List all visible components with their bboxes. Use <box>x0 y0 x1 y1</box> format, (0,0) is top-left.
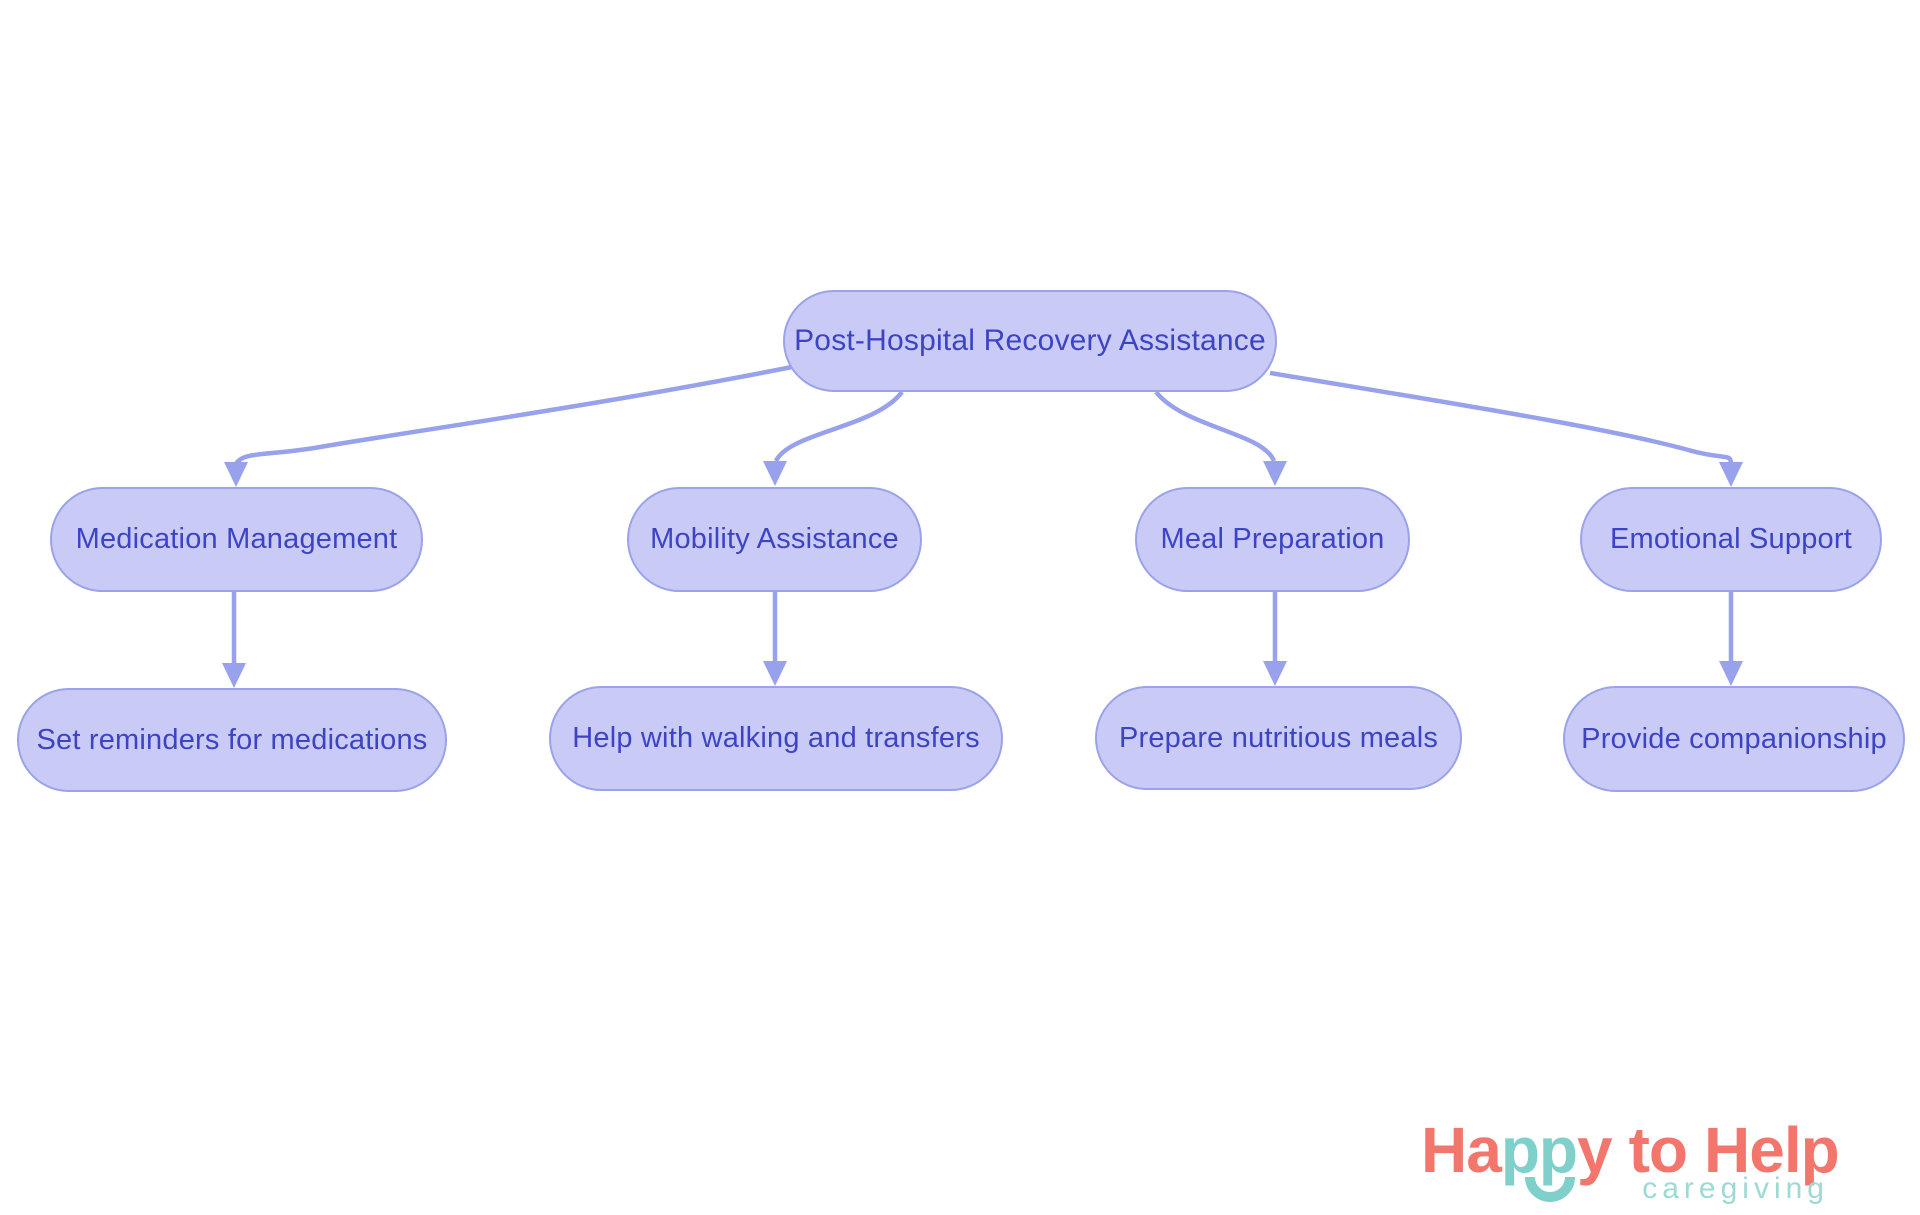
edge-medication-management-to-task-arrowhead <box>222 663 246 688</box>
logo-part-to: to <box>1628 1114 1688 1186</box>
node-mobility-assistance: Mobility Assistance <box>627 487 922 592</box>
edge-mobility-assistance-to-task-arrowhead <box>763 661 787 686</box>
edge-root-to-emotional-support-arrowhead <box>1719 462 1743 487</box>
logo-part-pp: pp <box>1500 1114 1578 1186</box>
edge-root-to-meal-preparation <box>1154 390 1277 463</box>
node-set-reminders-for-medications: Set reminders for medications <box>17 688 447 792</box>
edge-emotional-support-to-task-arrowhead <box>1719 661 1743 686</box>
edge-meal-preparation-to-task-arrowhead <box>1263 661 1287 686</box>
edge-root-to-medication-management <box>234 364 793 466</box>
edge-root-to-mobility-assistance-arrowhead <box>763 461 787 486</box>
node-medication-management: Medication Management <box>50 487 423 592</box>
smile-icon <box>1525 1176 1575 1202</box>
node-post-hospital-recovery-assistance: Post-Hospital Recovery Assistance <box>783 290 1277 392</box>
node-prepare-nutritious-meals: Prepare nutritious meals <box>1095 686 1462 790</box>
logo-part-help: Help <box>1704 1114 1840 1186</box>
logo-part-ha: Ha <box>1421 1114 1502 1186</box>
logo-part-y: y <box>1577 1114 1613 1186</box>
edge-root-to-emotional-support <box>1269 370 1734 465</box>
edge-root-to-meal-preparation-arrowhead <box>1263 461 1287 486</box>
edge-root-to-medication-management-arrowhead <box>224 462 248 487</box>
node-meal-preparation: Meal Preparation <box>1135 487 1410 592</box>
node-help-with-walking-and-transfers: Help with walking and transfers <box>549 686 1003 791</box>
node-provide-companionship: Provide companionship <box>1563 686 1905 792</box>
edge-root-to-mobility-assistance <box>773 390 904 463</box>
node-emotional-support: Emotional Support <box>1580 487 1882 592</box>
logo-tagline: caregiving <box>1642 1172 1829 1205</box>
